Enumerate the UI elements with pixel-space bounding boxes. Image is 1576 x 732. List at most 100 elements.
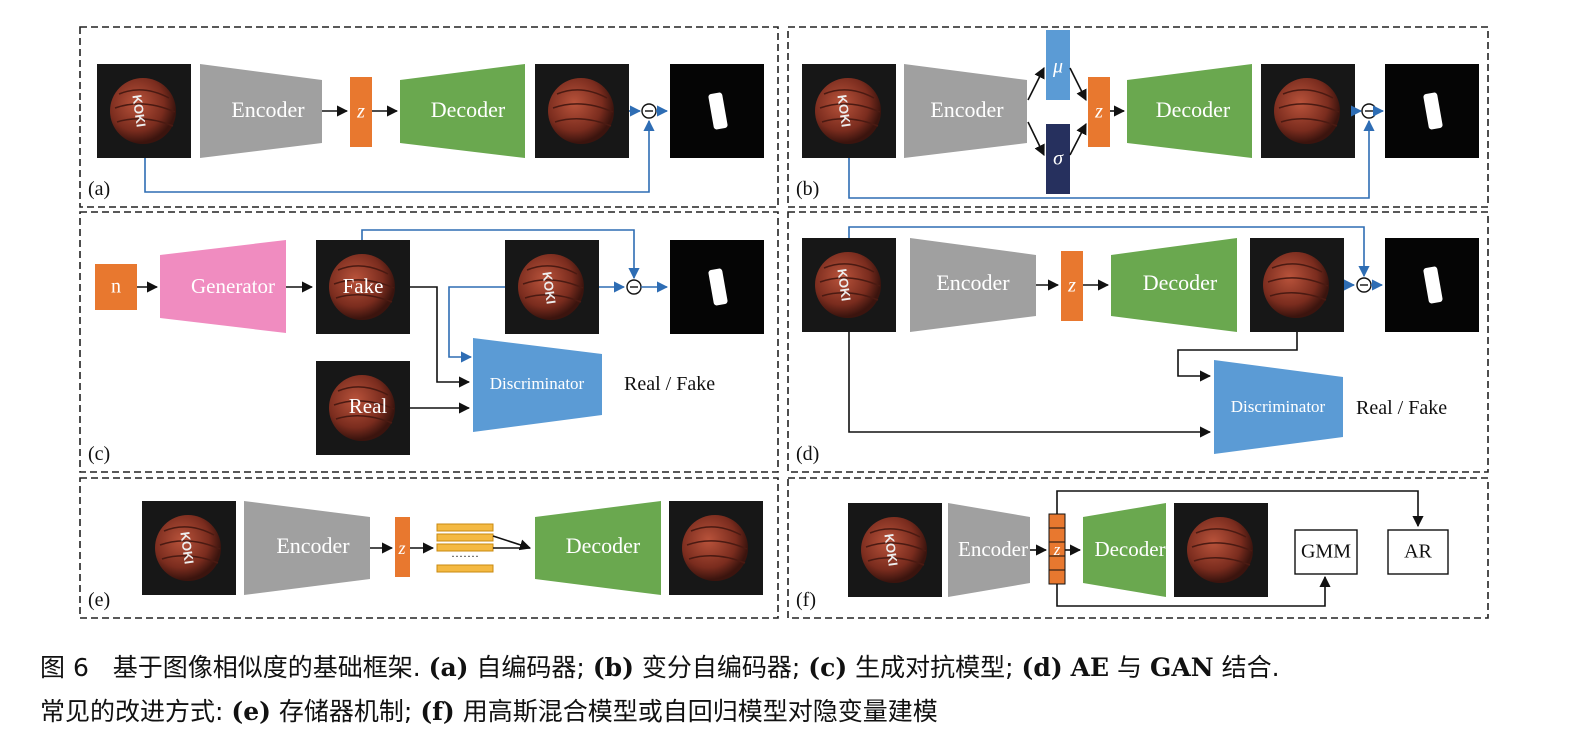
- caption-lead: 常见的改进方式:: [40, 697, 224, 726]
- encoder-e: [244, 501, 370, 595]
- panel-e: KOKI Encoder z ······· Decoder (e): [88, 501, 763, 611]
- panel-c-border: [79, 211, 779, 473]
- fake-label-c: Fake: [343, 274, 384, 298]
- residual-map-b: [1385, 64, 1479, 158]
- encoder-b: [904, 64, 1027, 158]
- sigma-block-b: [1046, 124, 1070, 194]
- residual-map-a: [670, 64, 764, 158]
- panel-a-border: [79, 26, 779, 208]
- latent-z-d: [1061, 251, 1083, 321]
- residual-map-d: [1385, 238, 1479, 332]
- arrow-recon-disc-d: [1177, 332, 1298, 382]
- caption-a-text: 自编码器;: [476, 653, 585, 682]
- input-image-b: KOKI: [802, 64, 896, 158]
- framework-diagram: KOKI Encoder z Decoder (a) KOKI Encoder …: [79, 26, 1489, 619]
- caption-e-text: 存储器机制;: [278, 697, 413, 726]
- decoder-a: [400, 64, 525, 158]
- caption-c-label: (c): [808, 653, 848, 682]
- panel-e-border: [79, 477, 779, 619]
- reconstructed-image-d: [1250, 238, 1344, 332]
- encoder-f: [948, 503, 1030, 597]
- reference-image-c: KOKI: [505, 240, 599, 334]
- panel-label-b: (b): [796, 178, 819, 200]
- input-image-f: KOKI: [848, 503, 942, 597]
- caption-d-mid: 与: [1117, 653, 1143, 682]
- real-label-c: Real: [349, 394, 388, 418]
- skip-connection-b: [848, 119, 1375, 199]
- gmm-label-f: GMM: [1301, 541, 1351, 563]
- latent-z-label-d: z: [1067, 275, 1076, 297]
- skip-connection-a: [144, 119, 655, 193]
- memory-slot: [436, 523, 494, 532]
- caption-b-text: 变分自编码器;: [641, 653, 801, 682]
- arrow-mu-z-b: [1069, 67, 1087, 102]
- decoder-e: [535, 501, 661, 595]
- discriminator-c: [473, 338, 602, 432]
- residual-map-c: [670, 240, 764, 334]
- memory-slot: [436, 533, 494, 542]
- caption-e-label: (e): [231, 697, 271, 726]
- memory-module-e: [436, 523, 494, 573]
- panel-d-border: [787, 211, 1489, 473]
- gmm-box-f: [1294, 529, 1358, 575]
- reconstructed-image-b: [1261, 64, 1355, 158]
- arrow-z-gmm-f: [1056, 575, 1331, 607]
- caption-b-label: (b): [592, 653, 634, 682]
- generator-c: [160, 240, 286, 333]
- noise-label-c: n: [111, 276, 121, 298]
- arrow-z-ar-f: [1056, 490, 1424, 528]
- decoder-label-a: Decoder: [431, 97, 506, 122]
- memory-slot: [436, 564, 494, 573]
- reconstructed-image-f: [1174, 503, 1268, 597]
- latent-z-label-a: z: [356, 101, 365, 123]
- panel-d: KOKI Encoder z Decoder Discriminator Rea…: [796, 226, 1479, 465]
- decoder-label-f: Decoder: [1094, 537, 1165, 561]
- decoder-label-d: Decoder: [1143, 270, 1218, 295]
- arrow-fake-disc-c: [410, 286, 471, 388]
- encoder-label-f: Encoder: [958, 537, 1028, 561]
- caption-a-label: (a): [428, 653, 469, 682]
- discriminator-label-d: Discriminator: [1231, 397, 1326, 416]
- image-label-text: KOKI: [129, 94, 148, 128]
- image-label-text: KOKI: [834, 94, 853, 128]
- decoder-label-b: Decoder: [1156, 97, 1231, 122]
- arrow-enc-sigma-b: [1027, 121, 1045, 157]
- panel-f: KOKI Encoder z Decoder GMM AR (f): [796, 490, 1449, 611]
- input-image-e: KOKI: [142, 501, 236, 595]
- image-label-text: KOKI: [177, 531, 196, 565]
- sigma-label-b: σ: [1053, 148, 1064, 170]
- latent-z-b: [1088, 77, 1110, 147]
- arrow-input-disc-d: [848, 332, 1212, 438]
- caption-d-bold-gan: GAN: [1150, 653, 1214, 682]
- caption-d-text: 结合.: [1221, 653, 1280, 682]
- arrow-ref-disc-c: [448, 286, 505, 363]
- decoder-b: [1127, 64, 1252, 158]
- caption-f-label: (f): [420, 697, 455, 726]
- caption-d-label: (d): [1021, 653, 1063, 682]
- mu-label-b: μ: [1052, 56, 1063, 78]
- noise-block-c: [95, 264, 137, 310]
- panel-label-f: (f): [796, 589, 816, 611]
- input-image-a: KOKI: [97, 64, 191, 158]
- ar-label-f: AR: [1404, 541, 1432, 563]
- image-label-text: KOKI: [539, 271, 558, 305]
- panel-label-d: (d): [796, 443, 819, 465]
- encoder-d: [910, 238, 1036, 332]
- panel-a: KOKI Encoder z Decoder (a): [88, 64, 764, 200]
- panel-b: KOKI Encoder μ σ z Decoder (b): [796, 30, 1479, 200]
- generator-label-c: Generator: [191, 274, 275, 298]
- encoder-a: [200, 64, 322, 158]
- latent-z-label-f: z: [1053, 540, 1061, 559]
- memory-dots-e: ·······: [451, 549, 479, 563]
- panel-borders: [79, 26, 1489, 619]
- decoder-d: [1111, 238, 1237, 332]
- image-label-text: KOKI: [834, 268, 853, 302]
- encoder-label-b: Encoder: [930, 97, 1004, 122]
- input-image-d: KOKI: [802, 238, 896, 332]
- latent-z-segments-f: [1049, 527, 1065, 571]
- panel-f-border: [787, 477, 1489, 619]
- panel-label-a: (a): [88, 178, 110, 200]
- caption-title: 基于图像相似度的基础框架.: [112, 653, 421, 682]
- arrow-sigma-z-b: [1069, 123, 1087, 156]
- arrow-input-minus-d: [848, 226, 1370, 278]
